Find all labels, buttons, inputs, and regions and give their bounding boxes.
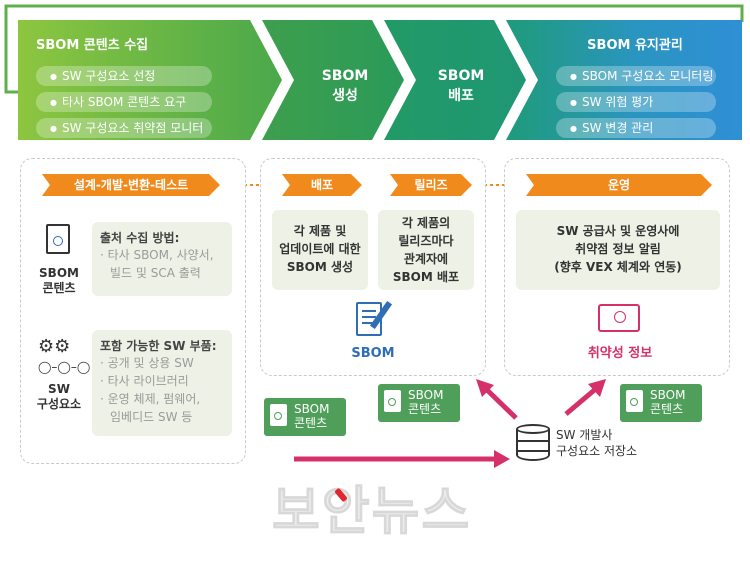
arrow-to-vuln-line [564,385,600,416]
sbom-content-line2: 콘텐츠 [42,281,76,295]
phase-bar-distribution: 배포 [282,174,362,196]
generate-desc-box: 각 제품 및 업데이트에 대한 SBOM 생성 [272,210,368,290]
vulnerability-monitor-icon [598,304,640,332]
operation-desc-line: 취약점 정보 알림 [575,242,661,256]
arrow-to-sbom-head [476,379,494,397]
sw-parts-box: 포함 가능한 SW 부품: · 공개 및 상용 SW · 타사 라이브러리 · … [92,330,232,436]
sbom-content-line1: SBOM [39,266,79,280]
generate-desc-line: 업데이트에 대한 [279,242,361,256]
component-link-icon: ◯–◯–◯ [38,360,91,374]
operation-desc-box: SW 공급사 및 운영사에 취약점 정보 알림 (향후 VEX 체계와 연동) [516,210,720,290]
distribute-line1: SBOM [437,68,485,84]
source-method-title: 출처 수집 방법: [100,231,180,245]
chevron-generate [262,20,404,140]
return-loop-line [4,4,744,94]
distribute-desc-line: SBOM 배포 [392,270,460,284]
tag-line: SBOM [294,402,330,416]
maintain-title: SBOM 유지관리 [587,38,683,53]
phase-bar-design: 설계-개발-변환-테스트 [42,174,220,196]
sbom-content-tag-right: SBOM 콘텐츠 [620,384,702,422]
chevron-distribute [384,20,526,140]
maintain-item: SW 변경 관리 [556,118,716,138]
source-method-line: 빌드 및 SCA 출력 [110,266,201,280]
document-icon [46,224,70,254]
tag-line: 콘텐츠 [294,416,328,430]
document-icon [626,390,643,412]
sw-parts-line: · 운영 체제, 펌웨어, [100,392,201,406]
tag-line: SBOM [650,388,686,402]
arrow-to-vuln-head [588,379,606,397]
arrow-to-repository-head [494,450,510,468]
generate-line2: 생성 [332,88,358,104]
distribute-desc-line: 릴리즈마다 [398,234,454,248]
vulnerability-icon-label: 취약성 정보 [587,346,653,361]
sbom-content-tag-left: SBOM 콘텐츠 [264,398,346,436]
phase-bar-operation: 운영 [526,174,712,196]
operation-desc-line: SW 공급사 및 운영사에 [556,224,680,238]
sbom-icon-label: SBOM [351,346,395,361]
operation-desc-line: (향후 VEX 체계와 연동) [554,260,682,274]
generate-line1: SBOM [321,68,369,84]
database-icon [516,424,550,464]
document-icon [270,404,287,426]
maintain-item: SBOM 구성요소 모니터링 [556,66,716,86]
tag-line: SBOM [408,388,444,402]
sw-parts-line: · 타사 라이브러리 [100,374,189,388]
distribute-desc-box: 각 제품의 릴리즈마다 관계자에 SBOM 배포 [378,210,474,290]
sw-component-line1: SW [48,382,70,396]
distribute-desc-line: 관계자에 [403,252,449,266]
collect-title: SBOM 콘텐츠 수집 [36,38,149,53]
distribute-desc-line: 각 제품의 [401,216,451,230]
repository-label-line1: SW 개발사 [556,428,613,442]
watermark-text: 보안뉴스 [272,482,472,543]
collect-item: 타사 SBOM 콘텐츠 요구 [36,92,212,112]
generate-desc-line: 각 제품 및 [293,224,347,238]
sw-component-line2: 구성요소 [36,397,82,411]
document-icon [384,390,401,412]
tag-line: 콘텐츠 [650,402,684,416]
source-method-box: 출처 수집 방법: · 타사 SBOM, 사양서, 빌드 및 SCA 출력 [92,222,232,296]
generate-desc-line: SBOM 생성 [286,260,354,274]
collect-item: SW 구성요소 취약점 모니터링 [36,118,212,157]
source-method-line: · 타사 SBOM, 사양서, [100,248,214,262]
tag-line: 콘텐츠 [408,402,442,416]
arrow-to-sbom-line [482,385,518,420]
repository-label-line2: 구성요소 저장소 [556,444,638,458]
maintain-item: SW 위험 평가 [556,92,716,112]
collect-item: SW 구성요소 선정 [36,66,212,86]
phase-bar-release: 릴리즈 [390,174,472,196]
distribute-line2: 배포 [448,88,474,104]
sbom-content-tag-mid: SBOM 콘텐츠 [378,384,460,422]
gear-icon: ⚙⚙ [38,336,71,357]
sw-parts-line: 임베디드 SW 등 [110,410,193,424]
watermark-logo: 보안뉴스 [272,482,482,543]
sw-parts-line: · 공개 및 상용 SW [100,356,194,370]
sw-parts-title: 포함 가능한 SW 부품: [100,339,217,353]
